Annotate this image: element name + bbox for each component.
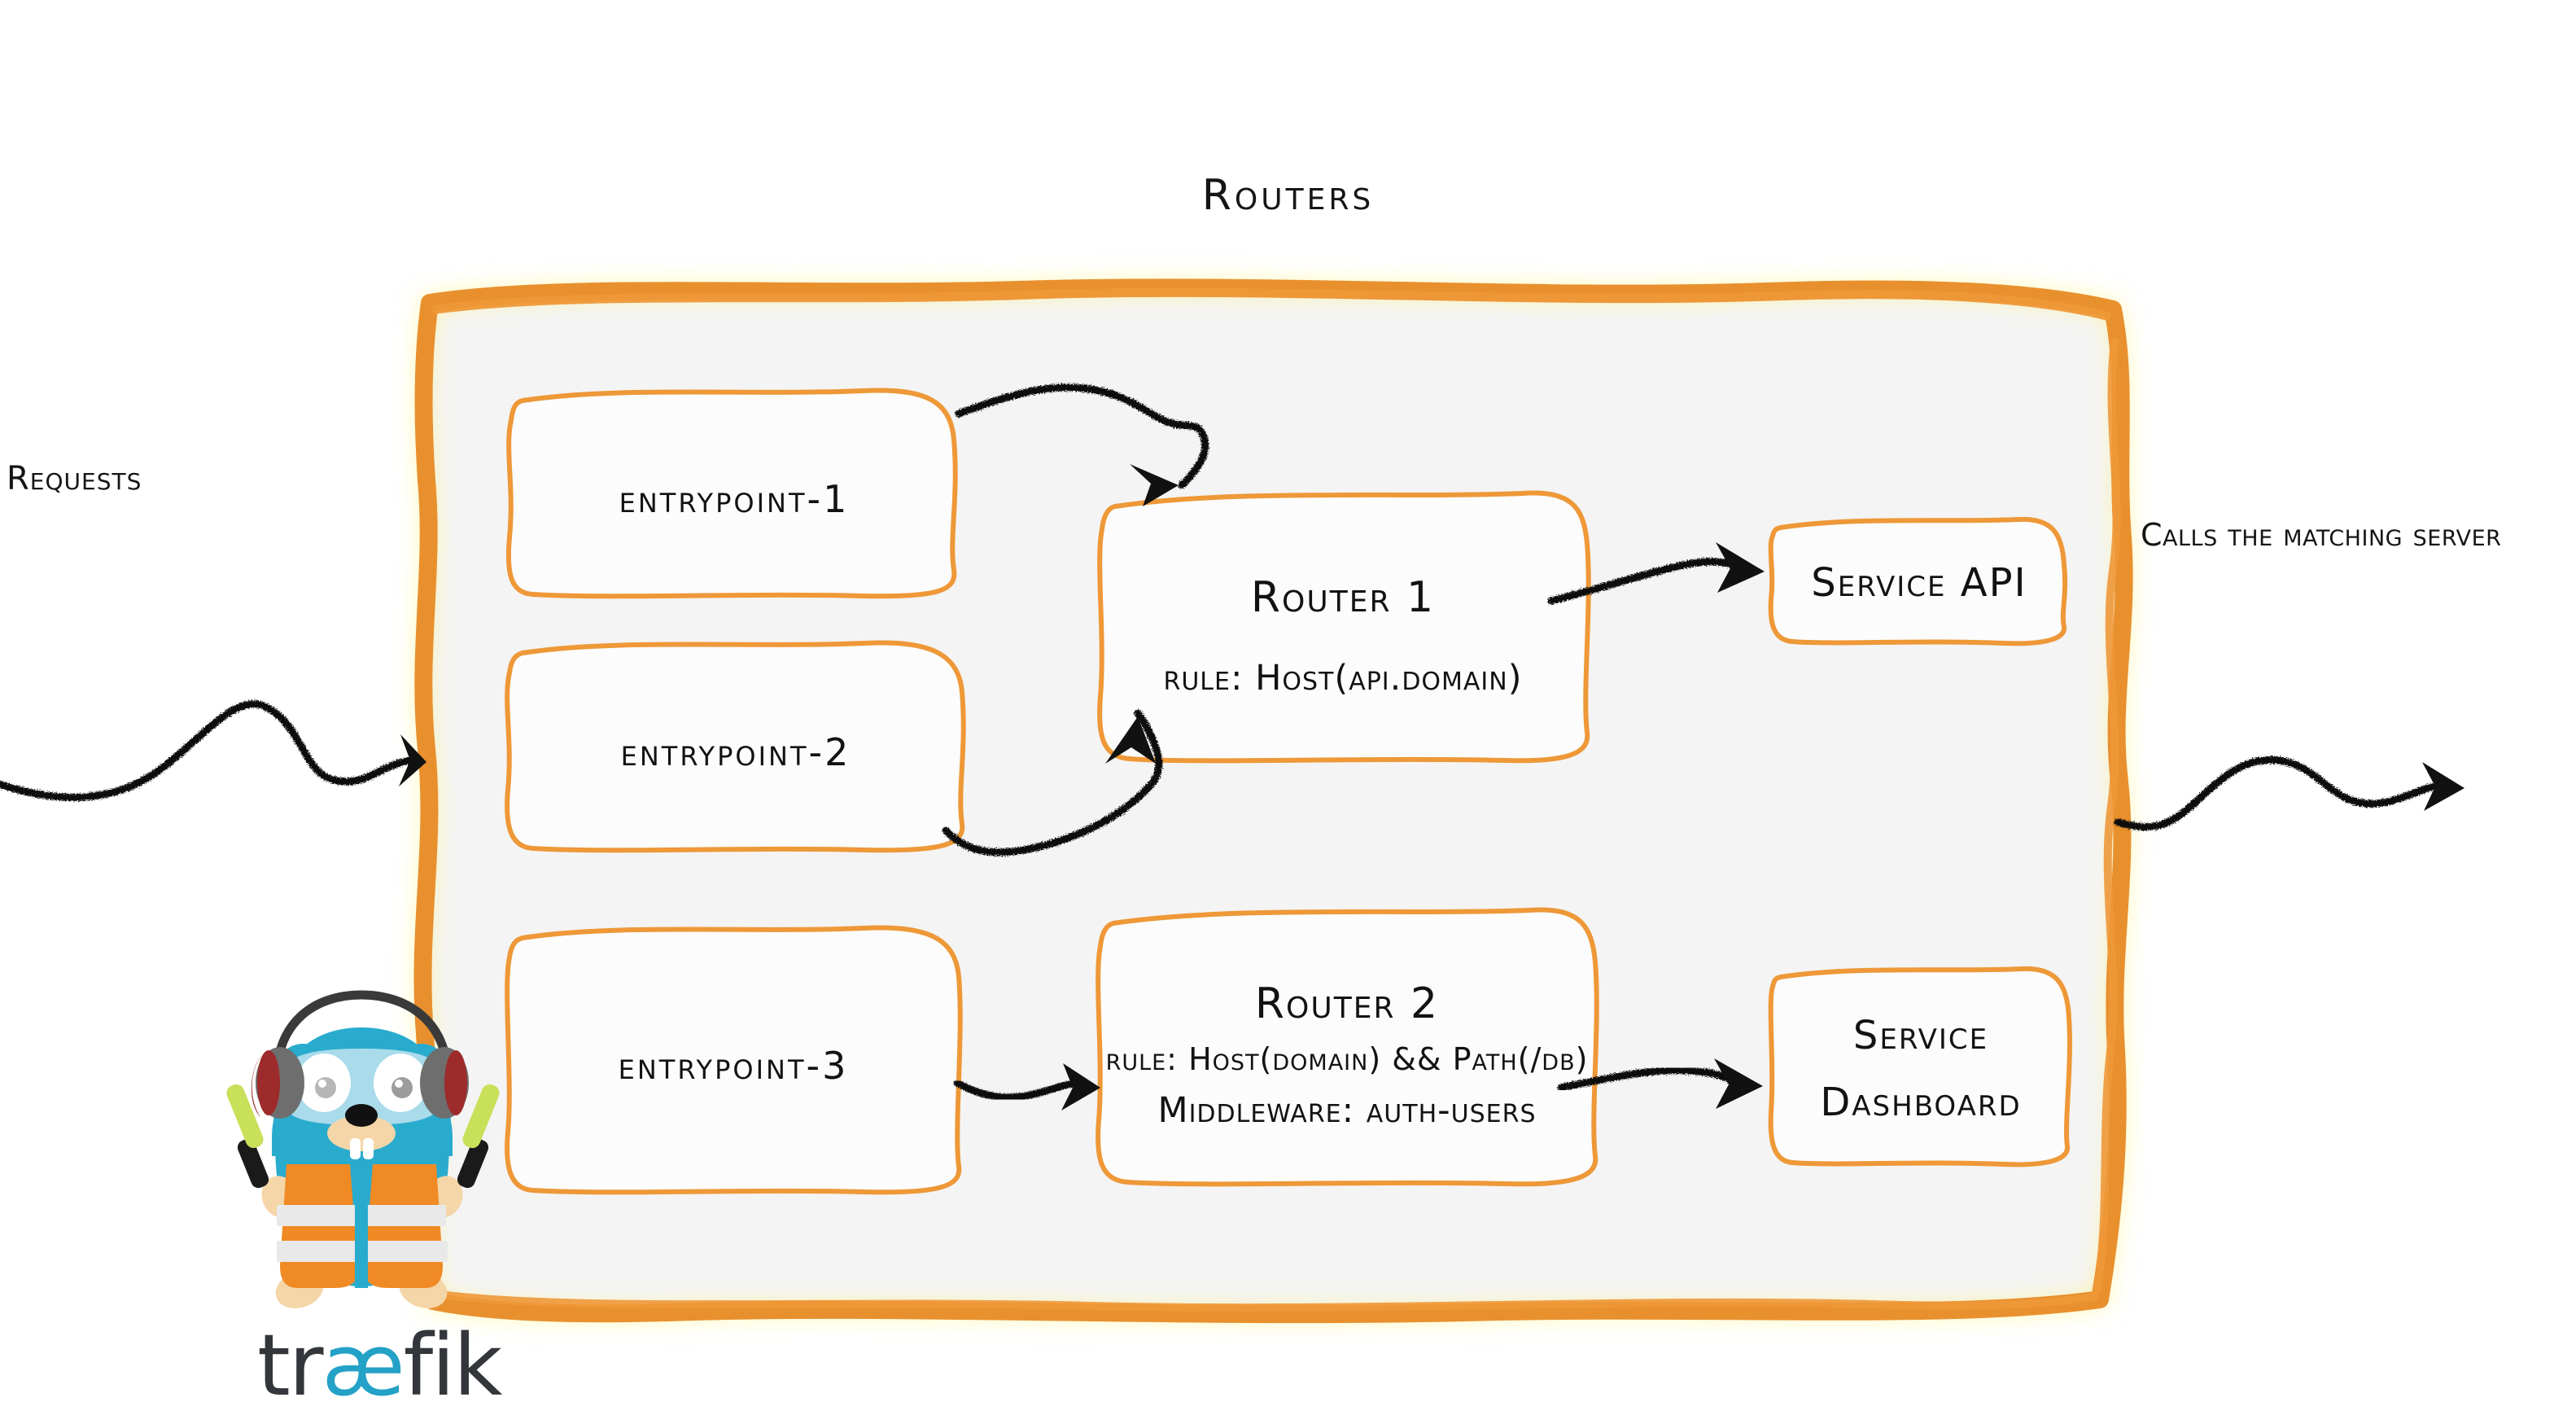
calls-caption: Calls the matching server [2141,517,2501,553]
wordmark-part-2: æ [321,1316,405,1415]
entrypoint-box-1[interactable] [505,388,958,599]
service-box-api[interactable] [1768,516,2068,646]
router-box-1[interactable] [1097,490,1591,764]
entrypoint-box-2[interactable] [505,640,966,853]
requests-caption: Requests [7,460,142,497]
router-box-2[interactable] [1096,907,1599,1187]
arrow-router1-to-serviceapi [1547,542,1765,605]
traefik-gopher-logo [226,990,500,1308]
requests-caption-text: Requests [7,460,142,497]
arrow-ep2-to-router1 [942,709,1163,856]
arrow-requests-to-panel [0,700,426,801]
entrypoint-box-3[interactable] [505,925,963,1195]
page-title: Routers [0,171,2576,220]
marshalling-wand-right [457,1084,500,1189]
wordmark-part-3: fik [403,1316,503,1415]
arrow-ep3-to-router2 [953,1063,1100,1111]
calls-caption-text: Calls the matching server [2141,517,2502,553]
marshalling-wand-left [226,1084,269,1189]
page-title-text: Routers [1201,171,1375,220]
arrow-ep1-to-router1 [955,383,1209,506]
service-box-dashboard[interactable] [1768,966,2072,1167]
panel-border [413,278,2133,1324]
arrow-panel-to-calls [2114,756,2464,830]
arrow-router2-to-servicedashboard [1557,1058,1763,1109]
traefik-wordmark: træfik [257,1323,502,1408]
wordmark-part-1: tr [257,1316,324,1415]
